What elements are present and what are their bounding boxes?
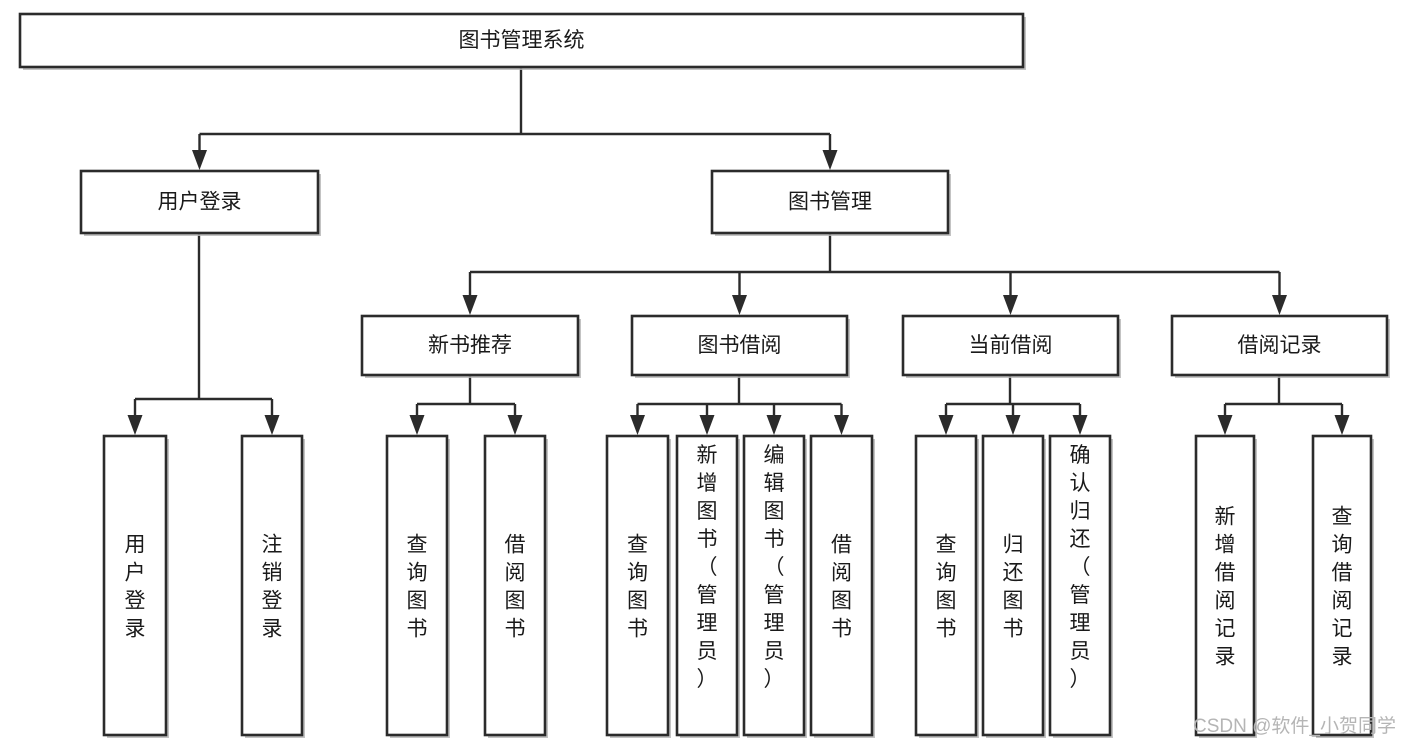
node-book-borrow[interactable]: 图书借阅: [630, 314, 850, 378]
node-leaf-return-book[interactable]: 归还图书: [981, 434, 1046, 738]
node-leaf-query-book-3[interactable]: 查询图书: [914, 434, 979, 738]
node-box[interactable]: [360, 314, 580, 377]
node-box[interactable]: [901, 314, 1120, 377]
node-box[interactable]: [102, 434, 168, 737]
connector-c-userlogin-fan: [127, 233, 280, 435]
node-leaf-borrow-book-1[interactable]: 借阅图书: [483, 434, 548, 738]
node-box[interactable]: [981, 434, 1045, 737]
node-box[interactable]: [385, 434, 449, 737]
node-leaf-query-book-2[interactable]: 查询图书: [605, 434, 671, 738]
node-box[interactable]: [79, 169, 320, 235]
node-box[interactable]: [605, 434, 670, 737]
connector-c-bookborrow-fan: [630, 375, 849, 435]
node-box[interactable]: [240, 434, 304, 737]
node-label: 新增借阅记录: [1215, 505, 1236, 668]
node-box[interactable]: [809, 434, 874, 737]
node-box[interactable]: [1170, 314, 1389, 377]
connector-c-bookmanage-fan: [462, 233, 1287, 315]
node-label: 新书推荐: [428, 334, 512, 357]
node-leaf-user-logout[interactable]: 注销登录: [240, 434, 305, 738]
node-box[interactable]: [1194, 434, 1256, 737]
node-leaf-add-book[interactable]: 新增图书（管理员）: [675, 434, 740, 738]
node-leaf-edit-book[interactable]: 编辑图书（管理员）: [742, 434, 807, 738]
csdn-watermark: CSDN @软件_小贺同学: [1193, 715, 1396, 737]
node-label: 当前借阅: [969, 334, 1053, 357]
node-label: 查询图书: [627, 533, 648, 640]
node-leaf-confirm-return[interactable]: 确认归还（管理员）: [1048, 434, 1113, 738]
node-label: 查询借阅记录: [1332, 505, 1353, 668]
node-box[interactable]: [914, 434, 978, 737]
node-label: 图书管理: [788, 191, 872, 214]
node-layer: 图书管理系统用户登录图书管理新书推荐图书借阅当前借阅借阅记录用户登录注销登录查询…: [18, 12, 1390, 738]
node-box[interactable]: [483, 434, 547, 737]
node-current-borrow[interactable]: 当前借阅: [901, 314, 1121, 378]
node-borrow-record[interactable]: 借阅记录: [1170, 314, 1390, 378]
node-leaf-query-book-1[interactable]: 查询图书: [385, 434, 450, 738]
node-label: 图书管理系统: [459, 29, 585, 52]
node-box[interactable]: [742, 434, 806, 737]
node-label: 查询图书: [407, 533, 428, 640]
node-label: 注销登录: [262, 533, 283, 640]
node-new-book-recommend[interactable]: 新书推荐: [360, 314, 581, 378]
node-book-manage[interactable]: 图书管理: [710, 169, 951, 236]
connector-c-currentborrow-fan: [938, 375, 1088, 435]
node-label: 编辑图书（管理员）: [764, 444, 785, 691]
node-box[interactable]: [710, 169, 950, 235]
connector-c-borrowrecord-fan: [1217, 375, 1350, 435]
connector-c-root-fan: [192, 67, 838, 170]
node-root[interactable]: 图书管理系统: [18, 12, 1026, 70]
node-label: 查询图书: [936, 533, 957, 640]
node-leaf-query-record[interactable]: 查询借阅记录: [1311, 434, 1374, 738]
node-box[interactable]: [675, 434, 739, 737]
node-box[interactable]: [630, 314, 849, 377]
node-box[interactable]: [1311, 434, 1373, 737]
node-box[interactable]: [1048, 434, 1112, 737]
node-label: 确认归还（管理员）: [1070, 444, 1091, 691]
node-label: 新增图书（管理员）: [697, 444, 718, 691]
node-user-login[interactable]: 用户登录: [79, 169, 321, 236]
node-label: 归还图书: [1003, 533, 1024, 640]
connector-layer: [127, 67, 1350, 435]
connector-c-newbook-fan: [409, 375, 523, 435]
node-label: 借阅记录: [1238, 334, 1322, 357]
node-label: 用户登录: [158, 191, 242, 214]
node-label: 用户登录: [125, 533, 146, 640]
node-label: 借阅图书: [831, 533, 852, 640]
node-leaf-user-login[interactable]: 用户登录: [102, 434, 169, 738]
node-label: 借阅图书: [505, 533, 526, 640]
node-leaf-add-record[interactable]: 新增借阅记录: [1194, 434, 1257, 738]
node-box[interactable]: [18, 12, 1025, 69]
node-label: 图书借阅: [698, 334, 782, 357]
node-leaf-borrow-book-2[interactable]: 借阅图书: [809, 434, 875, 738]
